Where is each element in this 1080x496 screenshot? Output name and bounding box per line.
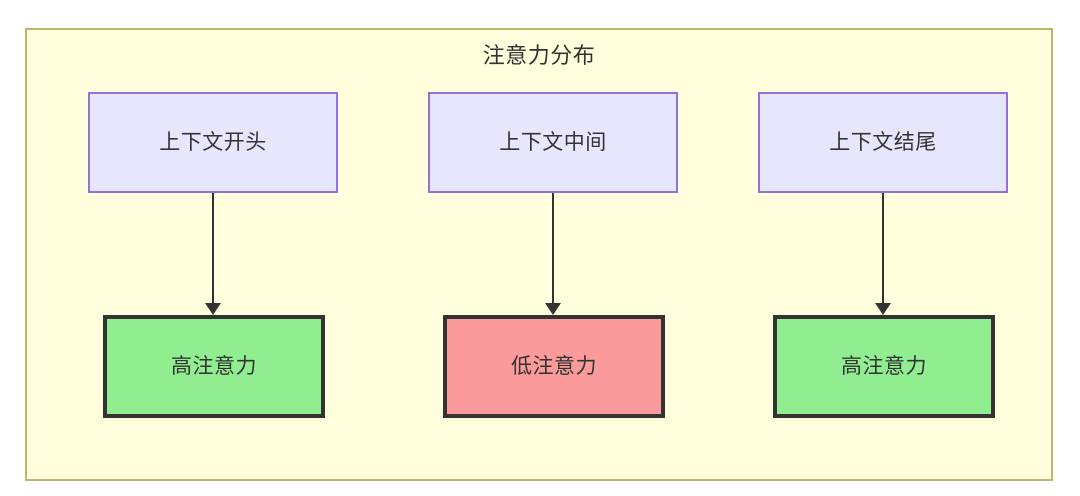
- node-label: 上下文中间: [499, 130, 607, 154]
- node-context-end[interactable]: 上下文结尾: [758, 92, 1008, 193]
- node-attention-end[interactable]: 高注意力: [773, 315, 995, 418]
- node-label: 上下文结尾: [829, 130, 937, 154]
- node-attention-start[interactable]: 高注意力: [103, 315, 325, 418]
- subgraph-title: 注意力分布: [482, 43, 596, 68]
- node-context-middle[interactable]: 上下文中间: [428, 92, 678, 193]
- node-label: 高注意力: [841, 354, 927, 378]
- node-context-start[interactable]: 上下文开头: [88, 92, 338, 193]
- node-label: 上下文开头: [159, 130, 267, 154]
- node-label: 低注意力: [511, 354, 597, 378]
- node-label: 高注意力: [171, 354, 257, 378]
- node-attention-middle[interactable]: 低注意力: [443, 315, 665, 418]
